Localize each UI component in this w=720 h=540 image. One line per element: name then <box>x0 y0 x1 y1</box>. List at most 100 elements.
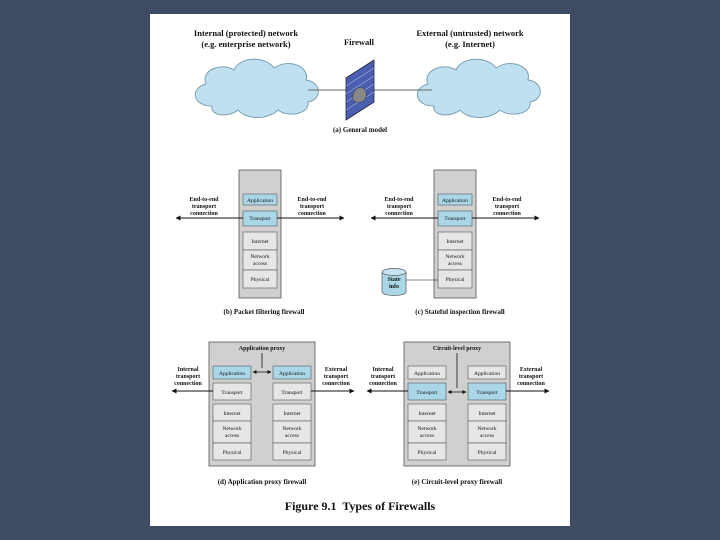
left-e2e-label-1: End-to-end <box>189 197 219 203</box>
circuit-level-proxy-label: Circuit-level proxy <box>433 346 481 352</box>
external-label-2: transport <box>324 374 348 380</box>
external-label-1: External <box>325 367 348 373</box>
left-e2e-label-2: transport <box>387 204 411 210</box>
layer-physical <box>437 269 473 289</box>
right-label-physical: Physical <box>478 450 497 456</box>
internal-label-2: transport <box>371 374 395 380</box>
left-layer-application <box>407 365 447 380</box>
internal-label-1: Internal <box>373 367 394 373</box>
left-e2e-label-2: transport <box>192 204 216 210</box>
left-label-physical: Physical <box>418 450 437 456</box>
right-e2e-label-1: End-to-end <box>297 197 327 203</box>
brick-wall-icon <box>345 59 375 121</box>
left-layer-physical <box>212 442 252 461</box>
packet-filtering-firewall: Application Transport Internet Network a… <box>175 169 345 316</box>
caption-d: (d) Application proxy firewall <box>218 478 307 486</box>
external-label-3: connection <box>322 381 350 387</box>
left-label-access: access <box>225 433 239 439</box>
external-network-label: External (untrusted) network <box>416 28 523 38</box>
layer-label-application: Application <box>247 198 273 204</box>
caption-c: (c) Stateful inspection firewall <box>415 308 505 316</box>
right-layer-physical <box>467 442 507 461</box>
layer-application <box>437 193 473 206</box>
left-label-transport: Transport <box>416 390 438 396</box>
right-label-network: Network <box>282 426 301 432</box>
external-network-example: (e.g. Internet) <box>445 39 495 49</box>
layer-label-physical: Physical <box>251 277 270 283</box>
caption-a: (a) General model <box>333 126 387 134</box>
external-cloud-icon <box>417 58 541 118</box>
left-label-internet: Internet <box>418 411 436 417</box>
application-proxy-firewall: Application proxy Application Transport … <box>171 341 355 486</box>
left-layer-application <box>212 365 252 380</box>
layer-label-internet: Internet <box>251 239 269 245</box>
left-layer-network-access <box>212 420 252 444</box>
right-label-access: access <box>480 433 494 439</box>
layer-label-transport: Transport <box>249 216 271 222</box>
right-e2e-label-1: End-to-end <box>492 197 522 203</box>
layer-label-access: access <box>253 261 267 267</box>
left-label-application: Application <box>414 371 440 377</box>
left-e2e-label-3: connection <box>385 211 413 217</box>
general-model: Internal (protected) network (e.g. enter… <box>194 28 541 134</box>
layer-label-network: Network <box>250 254 269 260</box>
right-label-application: Application <box>279 371 305 377</box>
caption-b: (b) Packet filtering firewall <box>224 308 305 316</box>
layer-network-access <box>242 249 278 271</box>
right-e2e-label-2: transport <box>300 204 324 210</box>
state-info-label-1: State <box>388 277 401 283</box>
caption-e: (e) Circuit-level proxy firewall <box>412 478 502 486</box>
right-layer-application <box>467 365 507 380</box>
external-label-2: transport <box>519 374 543 380</box>
external-label-1: External <box>520 367 543 373</box>
internal-label-3: connection <box>174 381 202 387</box>
right-e2e-label-3: connection <box>298 211 326 217</box>
layer-physical <box>242 269 278 289</box>
left-label-network: Network <box>417 426 436 432</box>
right-layer-network-access <box>272 420 312 444</box>
layer-label-transport: Transport <box>444 216 466 222</box>
right-label-application: Application <box>474 371 500 377</box>
left-label-access: access <box>420 433 434 439</box>
figure-slide: Internal (protected) network (e.g. enter… <box>150 14 570 526</box>
internal-label-2: transport <box>176 374 200 380</box>
layer-label-application: Application <box>442 198 468 204</box>
left-layer-network-access <box>407 420 447 444</box>
state-info-label-2: info <box>389 284 399 290</box>
right-label-access: access <box>285 433 299 439</box>
firewall-label: Firewall <box>344 37 375 47</box>
right-label-physical: Physical <box>283 450 302 456</box>
internal-label-3: connection <box>369 381 397 387</box>
right-layer-network-access <box>467 420 507 444</box>
layer-label-access: access <box>448 261 462 267</box>
layer-label-network: Network <box>445 254 464 260</box>
left-label-physical: Physical <box>223 450 242 456</box>
internal-label-1: Internal <box>178 367 199 373</box>
right-e2e-label-2: transport <box>495 204 519 210</box>
state-info-database-icon <box>381 268 407 296</box>
right-label-transport: Transport <box>281 390 303 396</box>
left-label-application: Application <box>219 371 245 377</box>
internal-network-label: Internal (protected) network <box>194 28 298 38</box>
layer-application <box>242 193 278 206</box>
left-label-internet: Internet <box>223 411 241 417</box>
layer-label-internet: Internet <box>446 239 464 245</box>
right-layer-physical <box>272 442 312 461</box>
left-layer-physical <box>407 442 447 461</box>
left-e2e-label-3: connection <box>190 211 218 217</box>
circuit-level-proxy-firewall: Circuit-level proxy Application Transpor… <box>366 341 550 486</box>
internal-network-example: (e.g. enterprise network) <box>201 39 290 49</box>
figure-title: Figure 9.1 Types of Firewalls <box>285 499 436 513</box>
left-e2e-label-1: End-to-end <box>384 197 414 203</box>
right-label-transport: Transport <box>476 390 498 396</box>
right-label-network: Network <box>477 426 496 432</box>
left-label-transport: Transport <box>221 390 243 396</box>
right-e2e-label-3: connection <box>493 211 521 217</box>
right-layer-application <box>272 365 312 380</box>
stateful-inspection-firewall: Application Transport Internet Network a… <box>370 169 540 316</box>
application-proxy-label: Application proxy <box>239 346 285 352</box>
right-label-internet: Internet <box>283 411 301 417</box>
layer-label-physical: Physical <box>446 277 465 283</box>
right-label-internet: Internet <box>478 411 496 417</box>
layer-network-access <box>437 249 473 271</box>
